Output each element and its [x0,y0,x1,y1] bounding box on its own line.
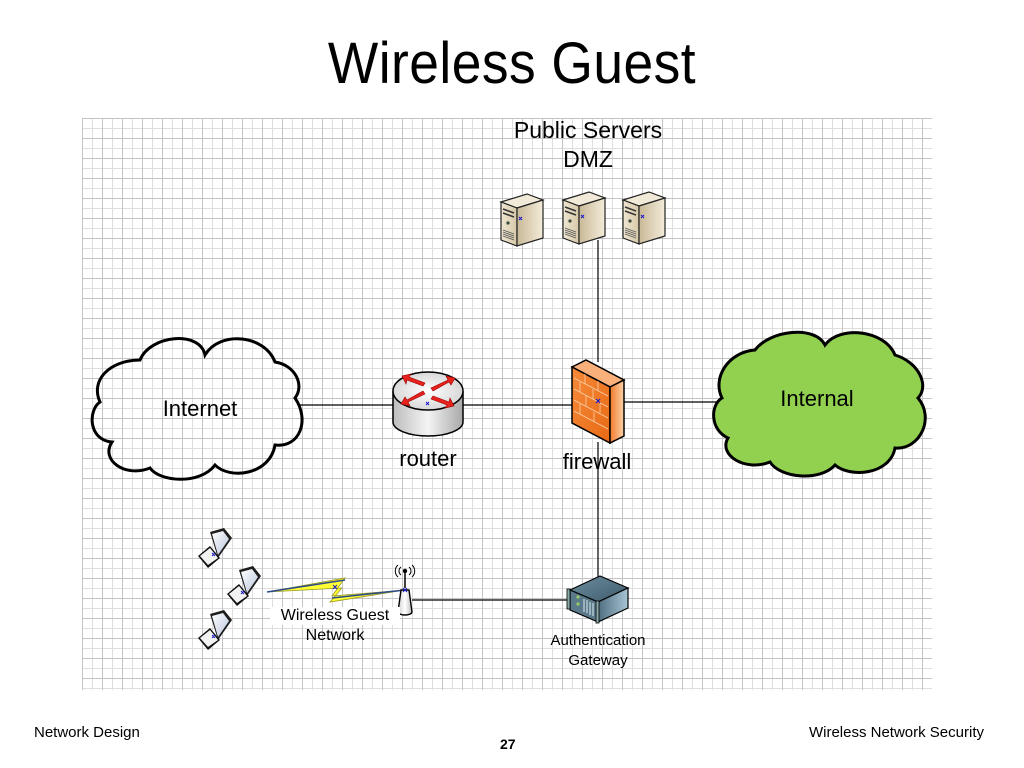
footer-right: Wireless Network Security [808,724,984,741]
auth-gateway-label-line2: Gateway [568,652,628,669]
firewall-label: firewall [562,449,632,474]
laptop-icon[interactable] [226,566,262,607]
dmz-servers [500,191,666,247]
server-tower-icon[interactable] [500,193,544,247]
wireless-network-label-line2: Network [305,627,365,644]
firewall-icon[interactable] [570,359,626,445]
router-icon[interactable] [392,371,464,437]
internet-label: Internet [162,396,238,421]
authentication-gateway-icon[interactable] [566,575,630,624]
footer-left: Network Design [34,724,140,741]
router-label: router [399,446,457,471]
wireless-access-point-icon[interactable] [394,564,416,616]
dmz-title-line1: Public Servers [513,117,663,143]
internal-label: Internal [780,386,854,411]
server-tower-icon[interactable] [622,191,666,245]
internal-cloud-icon[interactable] [712,330,927,478]
connection-lines [300,240,718,601]
laptop-icon[interactable] [197,610,233,651]
auth-gateway-label-line1: Authentication [550,632,646,649]
guest-laptops [197,528,262,651]
page-number: 27 [500,736,516,752]
dmz-title-line2: DMZ [563,146,613,172]
laptop-icon[interactable] [197,528,233,569]
lightning-bolt-icon [266,577,406,603]
wireless-network-label-line1: Wireless Guest [270,607,400,625]
server-tower-icon[interactable] [562,191,606,245]
slide-title: Wireless Guest [327,31,697,96]
internet-cloud-icon[interactable] [90,337,304,481]
